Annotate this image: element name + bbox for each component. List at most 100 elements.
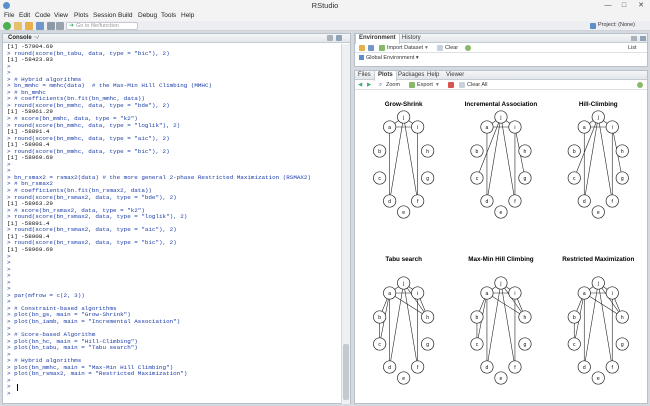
console-command-line: > <box>7 389 11 397</box>
node-label: d <box>583 199 586 205</box>
node-label: j <box>402 115 404 121</box>
network-node <box>480 120 494 134</box>
maximize-pane-icon[interactable] <box>640 36 646 41</box>
goto-file-placeholder: Go to file/function <box>76 23 119 29</box>
node-label: b <box>378 149 381 155</box>
network-node <box>605 194 619 208</box>
network-node <box>480 194 494 208</box>
save-all-icon[interactable] <box>47 22 55 30</box>
dropdown-arrow-icon[interactable]: ▾ <box>436 82 439 88</box>
console-command-line: > <box>7 272 11 280</box>
console-command-line: > par(mfrow = c(2, 3)) <box>7 291 85 299</box>
console-command-line: > # Hybrid algorithms <box>7 75 82 83</box>
save-workspace-icon[interactable] <box>368 45 374 51</box>
minimize-pane-icon[interactable] <box>631 36 637 41</box>
remove-plot-icon[interactable] <box>448 82 454 88</box>
network-node <box>470 171 484 185</box>
menu-tools[interactable]: Tools <box>161 12 177 19</box>
list-view-button[interactable]: List <box>628 45 637 51</box>
node-label: e <box>402 376 405 382</box>
network-node <box>411 120 425 134</box>
goto-file-input[interactable]: ➜ Go to file/function <box>66 22 138 30</box>
network-node <box>373 310 387 324</box>
console-output-line: [1] -58891.4 <box>7 128 50 136</box>
tab-files[interactable]: Files <box>358 72 371 78</box>
console-command-line: > <box>7 298 11 306</box>
import-dataset-button[interactable]: Import Dataset <box>387 45 424 51</box>
console-command-line: > <box>7 69 11 77</box>
menu-file[interactable]: File <box>4 12 15 19</box>
network-edge <box>573 116 599 179</box>
minimize-pane-icon[interactable] <box>327 35 333 41</box>
node-label: i <box>417 125 418 131</box>
refresh-icon[interactable] <box>465 45 471 51</box>
console-command-line: > plot(bn_mmhc, main = "Max-Min Hill Cli… <box>7 363 174 371</box>
node-label: a <box>388 125 391 131</box>
network-node <box>470 337 484 351</box>
new-project-icon[interactable] <box>14 22 22 30</box>
network-edge <box>500 282 526 318</box>
network-node <box>421 144 435 158</box>
refresh-icon[interactable] <box>637 82 643 88</box>
network-node <box>421 337 435 351</box>
close-button[interactable]: ✕ <box>638 2 644 9</box>
print-icon[interactable] <box>56 22 64 30</box>
tab-packages[interactable]: Packages <box>398 72 425 78</box>
save-icon[interactable] <box>36 22 44 30</box>
network-edge <box>389 292 428 318</box>
dropdown-arrow-icon[interactable]: ▾ <box>425 45 428 51</box>
zoom-button[interactable]: Zoom <box>386 82 401 88</box>
network-node <box>567 171 581 185</box>
plots-pane: Files Plots Packages Help Viewer ◀ ▶ ⌕ Z… <box>354 70 648 404</box>
export-button[interactable]: Export <box>417 82 433 88</box>
menu-view[interactable]: View <box>54 12 68 19</box>
maximize-pane-icon[interactable] <box>336 35 342 41</box>
console-command-line: > <box>7 252 11 260</box>
network-node <box>494 276 508 290</box>
menu-build[interactable]: Build <box>118 12 133 19</box>
network-edge <box>389 116 404 202</box>
tab-history[interactable]: History <box>402 35 421 41</box>
previous-plot-icon[interactable]: ◀ <box>358 82 363 88</box>
minimize-button[interactable]: — <box>604 2 612 9</box>
node-label: c <box>573 176 576 182</box>
menu-plots[interactable]: Plots <box>74 12 89 19</box>
tab-help[interactable]: Help <box>427 72 440 78</box>
network-node <box>373 144 387 158</box>
tab-viewer[interactable]: Viewer <box>446 72 465 78</box>
network-node <box>383 120 397 134</box>
network-node <box>615 310 629 324</box>
node-label: c <box>378 342 381 348</box>
node-label: g <box>621 342 624 348</box>
clear-env-button[interactable]: Clear <box>445 45 459 51</box>
menu-help[interactable]: Help <box>181 12 195 19</box>
project-menu[interactable]: Project: (None) <box>590 22 635 29</box>
scrollbar-thumb[interactable] <box>343 344 349 400</box>
tab-plots[interactable]: Plots <box>374 71 397 81</box>
next-plot-icon[interactable]: ▶ <box>367 82 372 88</box>
console-output[interactable]: [1] -57904.69> round(score(bn_tabu, data… <box>3 44 340 404</box>
plot-title: Tabu search <box>385 256 422 263</box>
maximize-button[interactable]: □ <box>621 2 627 9</box>
console-command-line: > # coefficients(bn.fit(bn_mmhc, data)) <box>7 95 145 103</box>
goto-arrow-icon: ➜ <box>69 23 75 29</box>
environment-icon <box>359 55 364 60</box>
menu-edit[interactable]: Edit <box>19 12 31 19</box>
open-file-icon[interactable] <box>25 22 33 30</box>
node-label: d <box>388 365 391 371</box>
load-workspace-icon[interactable] <box>359 45 365 51</box>
node-label: b <box>573 149 576 155</box>
new-file-icon[interactable] <box>3 22 11 30</box>
tab-environment[interactable]: Environment <box>355 34 400 44</box>
window-title: RStudio <box>311 1 339 10</box>
network-node <box>567 144 581 158</box>
console-scrollbar[interactable] <box>341 44 350 404</box>
node-label: e <box>500 376 503 382</box>
node-label: a <box>388 291 391 297</box>
menu-code[interactable]: Code <box>35 12 51 19</box>
node-label: c <box>476 342 479 348</box>
global-env-select[interactable]: Global Environment ▾ <box>359 55 419 61</box>
menu-session[interactable]: Session <box>93 12 117 19</box>
menu-debug[interactable]: Debug <box>138 12 158 19</box>
clear-all-button[interactable]: Clear All <box>467 82 488 88</box>
